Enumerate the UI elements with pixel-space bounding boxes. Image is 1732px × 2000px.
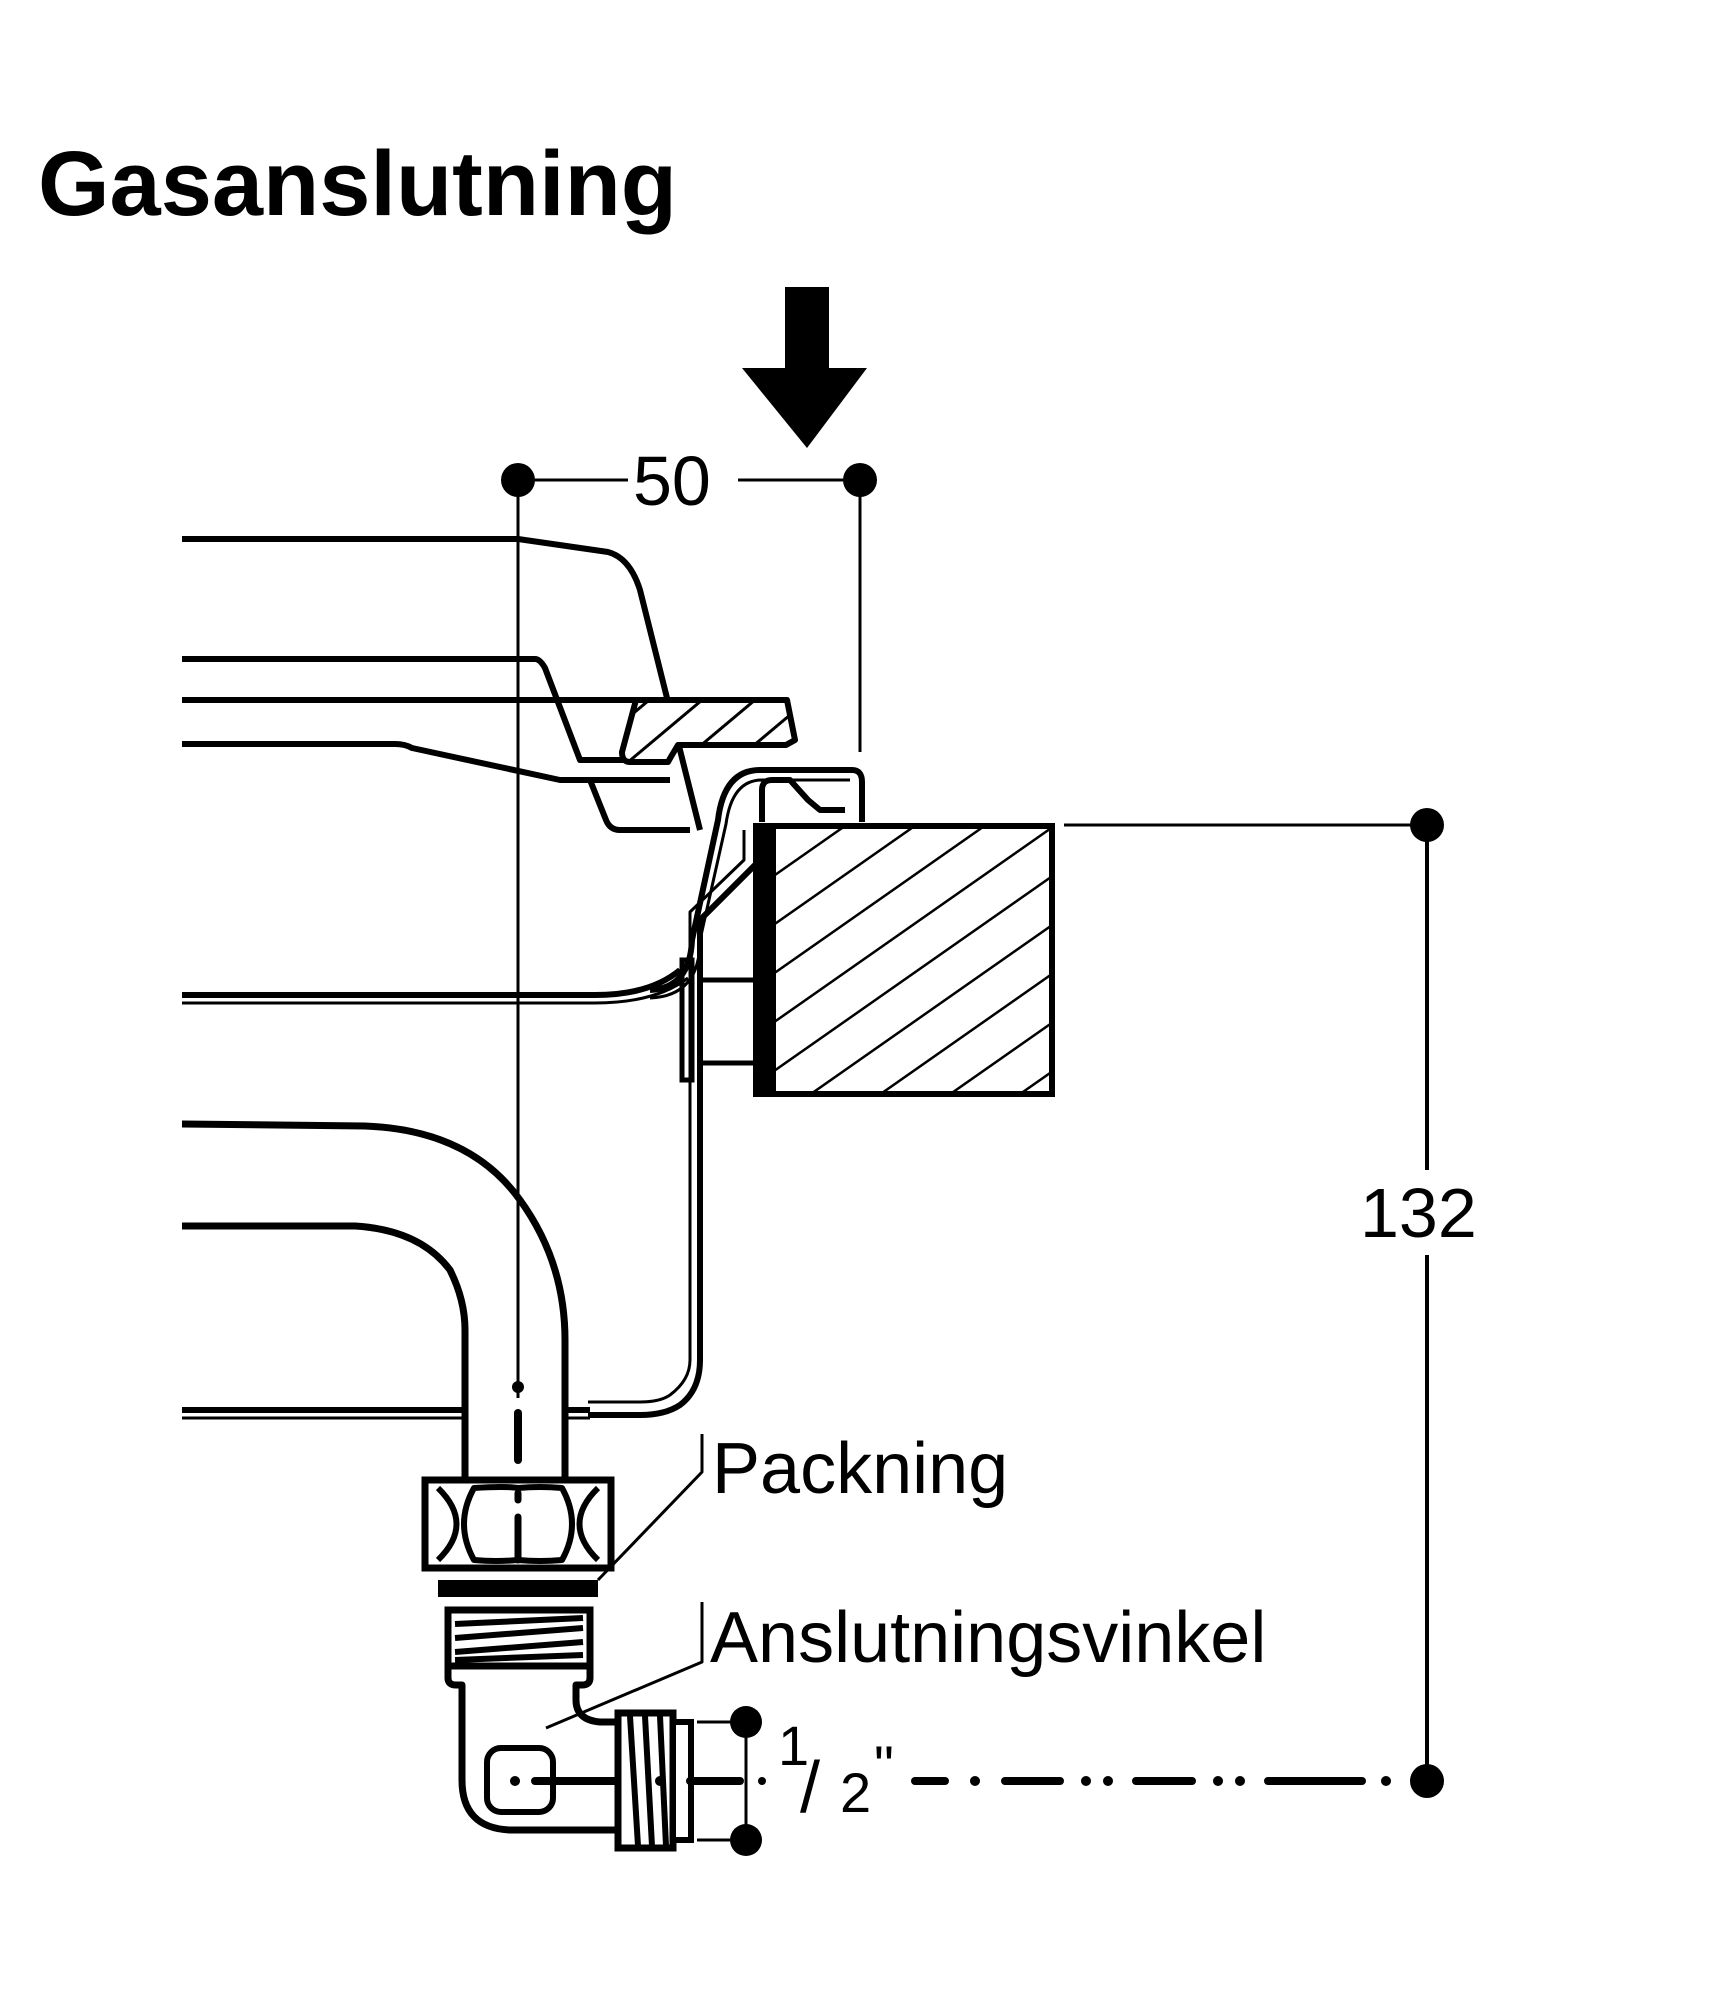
dimension-point xyxy=(730,1824,762,1856)
thread-slash: / xyxy=(800,1748,820,1828)
dimension-point xyxy=(1410,1764,1444,1798)
lower-profile xyxy=(182,967,689,1420)
gasket-label: Packning xyxy=(712,1429,1008,1509)
thread-denominator: 2 xyxy=(840,1761,871,1824)
gas-pipe xyxy=(181,1120,569,1479)
worktop-section xyxy=(753,823,1055,1097)
cooktop-profile xyxy=(182,536,703,833)
dimension-horizontal: 50 xyxy=(501,442,877,1380)
seal-strip xyxy=(619,697,798,765)
callout-elbow: Anslutningsvinkel xyxy=(545,1598,1266,1730)
dimension-132-label: 132 xyxy=(1360,1174,1477,1252)
connection-elbow xyxy=(444,1666,694,1852)
dimension-thread: 1 / 2 " xyxy=(697,1706,894,1856)
diagram-title: Gasanslutning xyxy=(38,133,677,235)
hex-nut xyxy=(421,1476,615,1572)
dimension-point xyxy=(730,1706,762,1738)
callout-gasket: Packning xyxy=(596,1429,1008,1582)
elbow-label: Anslutningsvinkel xyxy=(710,1598,1266,1678)
thread-inch-mark: " xyxy=(874,1734,894,1797)
dimension-50-label: 50 xyxy=(633,442,711,520)
dimension-vertical: 132 xyxy=(1064,808,1477,1798)
pipe-centerline xyxy=(512,1380,524,1464)
arrow-down-icon xyxy=(742,287,867,448)
gasket xyxy=(438,1580,598,1597)
thread-numerator: 1 xyxy=(778,1714,809,1777)
dimension-point xyxy=(1410,808,1444,842)
outlet-centerline xyxy=(510,1776,1391,1786)
thread-vertical xyxy=(444,1606,594,1670)
mounting-bracket xyxy=(588,767,865,1418)
fixing-screw xyxy=(679,957,754,1083)
